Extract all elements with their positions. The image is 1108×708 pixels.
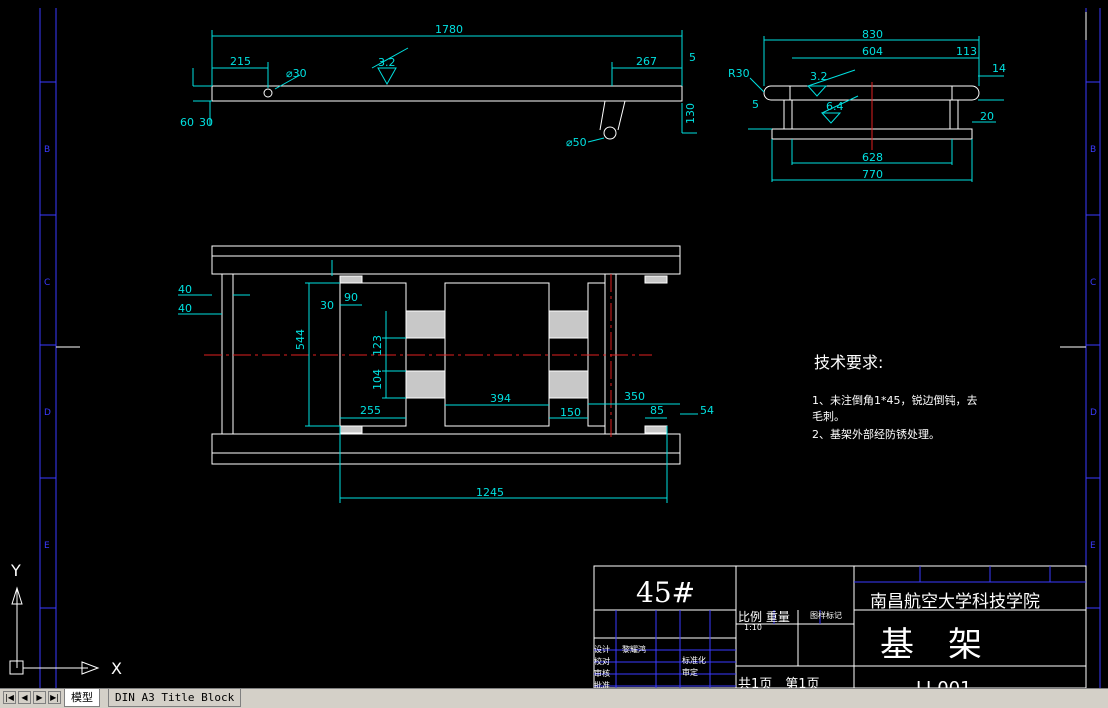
dim-dia50: ⌀50	[566, 136, 587, 149]
dim-267: 267	[636, 55, 657, 68]
dim-30-top: 30	[199, 116, 213, 129]
notes-line2: 毛刺。	[812, 410, 845, 423]
next-tab-button[interactable]: ▶	[33, 691, 46, 704]
dim-113: 113	[956, 45, 977, 58]
ucs-icon	[9, 586, 100, 675]
roughness-side-64: 6.4	[826, 100, 844, 113]
border-letter-d-right: D	[1090, 408, 1097, 418]
sheet-count: 共1页 第1页	[738, 677, 820, 688]
dim-215: 215	[230, 55, 251, 68]
cad-drawing: B C D E B C D E	[9, 8, 1101, 688]
dim-1780: 1780	[435, 23, 463, 36]
dim-394: 394	[490, 392, 511, 405]
ucs-y-label: Y	[10, 561, 21, 580]
dim-30-front: 30	[320, 299, 334, 312]
first-tab-button[interactable]: |◀	[3, 691, 16, 704]
border-letter-c: C	[44, 278, 50, 288]
last-tab-button[interactable]: ▶|	[48, 691, 61, 704]
scale-weight-header: 比例 重量	[738, 610, 790, 624]
ucs-x-label: X	[111, 659, 122, 678]
designer-name: 黎耀鸿	[622, 644, 646, 654]
dim-544: 544	[294, 329, 307, 350]
dim-130: 130	[684, 103, 697, 124]
dim-770: 770	[862, 168, 883, 181]
drawing-canvas[interactable]: B C D E B C D E	[0, 0, 1108, 688]
notes-heading: 技术要求:	[814, 353, 883, 372]
tab-model[interactable]: 模型	[64, 689, 100, 707]
mark-header: 图样标记	[810, 610, 842, 620]
border-letter-b-right: B	[1090, 145, 1096, 155]
check-label: 审核	[594, 668, 610, 678]
part-name: 基 架	[880, 625, 982, 665]
material-label: 45#	[636, 576, 695, 609]
design-label: 设计	[594, 644, 610, 654]
border-letter-e: E	[44, 541, 50, 551]
tab-layout[interactable]: DIN A3 Title Block	[108, 689, 242, 707]
dim-dia30: ⌀30	[286, 67, 307, 80]
dim-5-side: 5	[752, 98, 759, 111]
border-letter-b: B	[44, 145, 50, 155]
dim-60: 60	[180, 116, 194, 129]
dim-20: 20	[980, 110, 994, 123]
drawing-code: LJ-001	[916, 678, 972, 688]
dim-830: 830	[862, 28, 883, 41]
dim-123: 123	[371, 335, 384, 356]
dim-104: 104	[371, 369, 384, 390]
roughness-32: 3.2	[378, 56, 396, 69]
school-name: 南昌航空大学科技学院	[870, 592, 1040, 612]
dim-1245: 1245	[476, 486, 504, 499]
prev-tab-button[interactable]: ◀	[18, 691, 31, 704]
proof-label: 校对	[594, 656, 610, 666]
title-block	[593, 565, 1087, 688]
dim-14: 14	[992, 62, 1006, 75]
approve-label: 批准	[594, 680, 610, 688]
dim-5-top: 5	[689, 51, 696, 64]
dim-604: 604	[862, 45, 883, 58]
dim-85: 85	[650, 404, 664, 417]
dim-628: 628	[862, 151, 883, 164]
layout-tab-bar: |◀ ◀ ▶ ▶| 模型 DIN A3 Title Block	[0, 688, 1108, 708]
roughness-side-32: 3.2	[810, 70, 828, 83]
dim-40-a: 40	[178, 283, 192, 296]
top-view	[211, 85, 683, 140]
dim-40-b: 40	[178, 302, 192, 315]
notes-line3: 2、基架外部经防锈处理。	[812, 427, 940, 441]
drawing-border	[39, 8, 1101, 688]
review-label: 审定	[682, 667, 698, 677]
dim-r30: R30	[728, 67, 750, 80]
dim-90: 90	[344, 291, 358, 304]
dim-54: 54	[700, 404, 714, 417]
notes-line1: 1、未注倒角1*45，锐边倒钝，去	[812, 393, 978, 407]
standard-label: 标准化	[682, 655, 706, 665]
border-letter-e-right: E	[1090, 541, 1096, 551]
scale-value: 1:10	[744, 623, 762, 632]
hatched-blocks	[339, 275, 668, 434]
dim-255: 255	[360, 404, 381, 417]
border-letter-c-right: C	[1090, 278, 1096, 288]
dim-350: 350	[624, 390, 645, 403]
border-letter-d: D	[44, 408, 51, 418]
dim-150: 150	[560, 406, 581, 419]
